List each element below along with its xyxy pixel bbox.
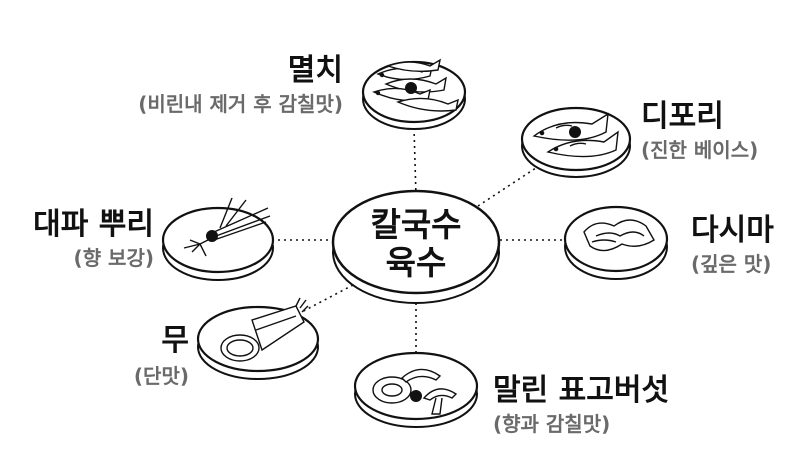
label-greenonion-name: 대파 뿌리 — [33, 207, 154, 242]
center-title-line2: 육수 — [385, 243, 447, 282]
label-kelp-name: 다시마 — [691, 213, 774, 248]
label-kelp-note: (깊은 맛) — [691, 252, 772, 276]
center-plate — [331, 189, 501, 304]
connectors — [272, 127, 565, 356]
label-dipori-name: 디포리 — [641, 99, 724, 134]
label-anchovy-note: (비린내 제거 후 감칠맛) — [138, 92, 343, 116]
dried-fish-icon — [532, 112, 619, 158]
label-dipori-note: (진한 베이스) — [641, 138, 759, 162]
center-title-line1: 칼국수 — [370, 205, 462, 244]
node-dot-mushroom — [410, 390, 422, 402]
connector-radish — [295, 284, 354, 316]
node-dot-anchovy — [405, 82, 417, 94]
green-onion-root-icon — [183, 197, 271, 257]
label-radish-note: (단맛) — [133, 364, 189, 388]
node-dot-greenonion — [206, 230, 218, 242]
shiitake-mushroom-icon — [372, 368, 458, 415]
label-mushroom-note: (향과 감칠맛) — [493, 412, 611, 436]
radish-icon — [220, 297, 309, 362]
anchovies-icon — [372, 58, 459, 112]
label-greenonion-note: (향 보강) — [73, 246, 154, 270]
label-anchovy-name: 멸치 — [287, 53, 343, 88]
connector-anchovy — [413, 127, 417, 197]
label-mushroom-name: 말린 표고버섯 — [493, 373, 670, 408]
kelp-icon — [583, 219, 655, 252]
node-dot-dipori — [569, 126, 581, 138]
connector-dipori — [477, 161, 546, 207]
label-radish-name: 무 — [161, 323, 189, 358]
plate-greenonion — [161, 206, 275, 281]
